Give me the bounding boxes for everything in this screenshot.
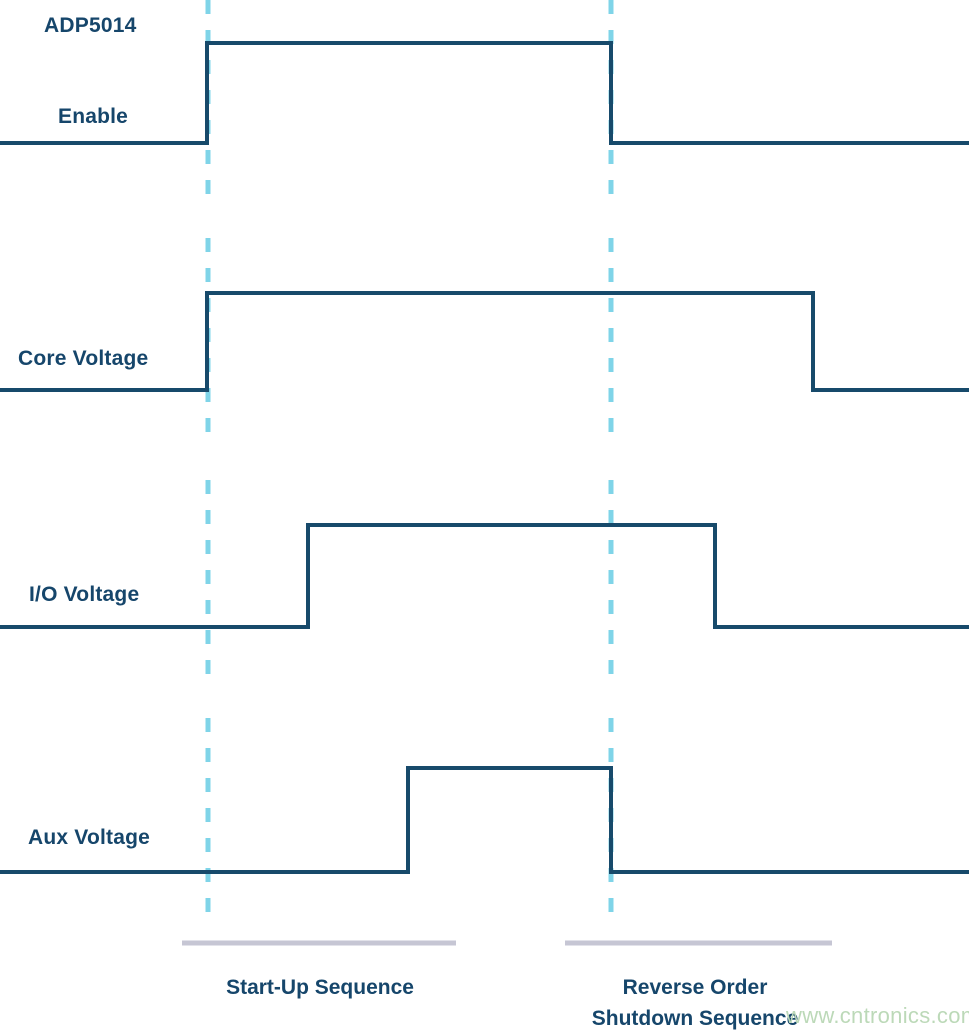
waveform-trace-aux-voltage — [0, 766, 969, 874]
waveform-trace-core-voltage — [0, 291, 969, 392]
waveform-traces-group — [0, 41, 969, 874]
part-number-label: ADP5014 — [44, 14, 137, 37]
signal-label-i-o-voltage: I/O Voltage — [29, 583, 140, 606]
waveform-trace-enable — [0, 41, 969, 145]
signal-label-enable: Enable — [58, 105, 129, 128]
sequence-caption-start-up: Start-Up Sequence — [226, 976, 414, 999]
sequence-caption-shutdown: Reverse Order Shutdown Sequence — [591, 976, 799, 1030]
signal-label-aux-voltage: Aux Voltage — [28, 826, 150, 849]
waveform-trace-i-o-voltage — [0, 523, 969, 629]
signal-label-core-voltage: Core Voltage — [18, 347, 149, 370]
watermark-text: www.cntronics.com — [786, 1003, 969, 1028]
